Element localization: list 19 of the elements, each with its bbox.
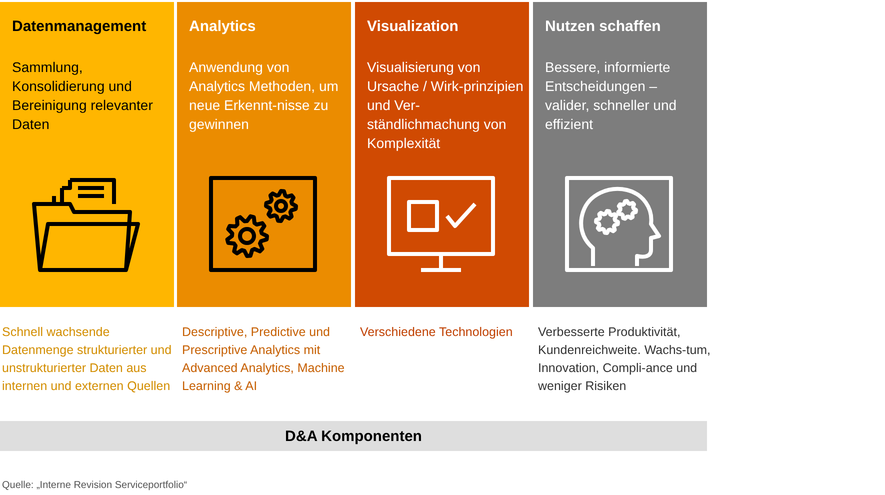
- column-panel: [355, 2, 529, 307]
- column-panel: [533, 2, 707, 307]
- bar-title: D&A Komponenten: [285, 428, 422, 444]
- column-note: Descriptive, Predictive und Prescriptive Analytics mit Advanced Analytics, Machine Learning & AI: [182, 324, 346, 395]
- column-heading: Datenmanagement: [12, 18, 146, 35]
- column-panel: [177, 2, 351, 307]
- column-note: Schnell wachsende Datenmenge strukturierter und unstrukturierter Daten aus internen und externen Quellen: [2, 324, 173, 395]
- source-note: Quelle: „Interne Revision Serviceportfolio“: [2, 480, 188, 491]
- column-description: Sammlung, Konsolidierung und Bereinigung relevanter Daten: [12, 58, 154, 134]
- column-panel: [0, 2, 174, 307]
- column-heading: Visualization: [367, 18, 458, 35]
- column-description: Visualisierung von Ursache / Wirk-prinzipien und Ver-ständlichmachung von Komplexität: [367, 58, 524, 153]
- column-heading: Nutzen schaffen: [545, 18, 661, 35]
- column-note: Verschiedene Technologien: [360, 324, 514, 341]
- column-description: Anwendung von Analytics Methoden, um neue Erkennt-nisse zu gewinnen: [189, 58, 340, 134]
- column-heading: Analytics: [189, 18, 256, 35]
- column-description: Bessere, informierte Entscheidungen – valider, schneller und effizient: [545, 58, 678, 134]
- column-note: Verbesserte Produktivität, Kundenreichweite. Wachs-tum, Innovation, Compli-ance und weniger Risiken: [538, 324, 712, 395]
- footer-bar: [0, 421, 707, 451]
